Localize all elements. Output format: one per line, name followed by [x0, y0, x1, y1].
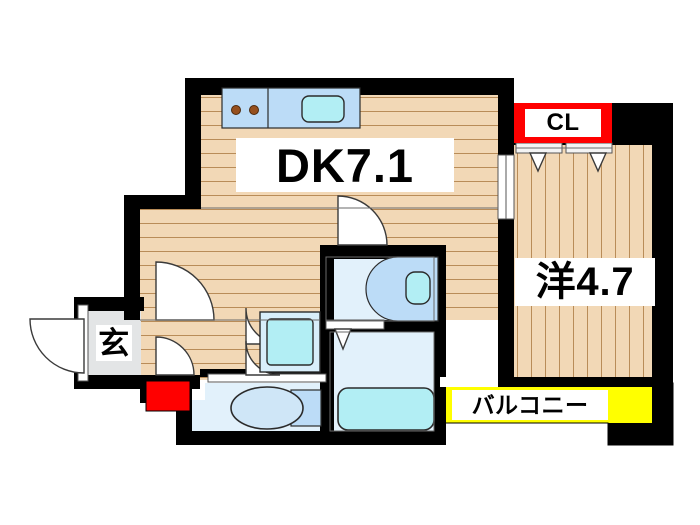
wall-partition-vertical: [320, 245, 334, 445]
wall-left-upper: [185, 78, 201, 208]
wall-stub-dk-left: [124, 310, 140, 320]
closet-fold-arrow-left: [528, 152, 548, 173]
wall-genkan-top: [74, 297, 144, 311]
washing-machine-pan-inner: [266, 318, 314, 366]
hall-door-lower-arc: [155, 336, 195, 376]
toilet-bowl: [230, 386, 304, 430]
genkan-label: 玄: [96, 325, 132, 361]
closet-label: CL: [525, 109, 601, 137]
washroom-fold-arrow: [333, 328, 353, 351]
shoe-cabinet: [145, 380, 191, 412]
washroom-door-arc-lower: [245, 340, 281, 376]
balcony-label: バルコニー: [452, 390, 608, 420]
gas-stove-burner-2: [249, 105, 259, 115]
closet-fold-arrow-right: [588, 152, 608, 173]
room-label-dk: DK7.1: [236, 138, 454, 192]
wall-left-mid: [124, 195, 140, 320]
entrance-door-arc: [29, 318, 85, 374]
fixtures: [145, 87, 439, 431]
bathtub: [337, 387, 435, 431]
gas-stove-burner-1: [231, 105, 241, 115]
wall-western-bottom: [440, 377, 672, 387]
closet-label-box: CL: [514, 103, 612, 143]
trim-lines: [140, 147, 612, 432]
wall-dk-western-lower: [498, 220, 514, 383]
wall-left-step: [124, 195, 201, 209]
wall-right: [652, 103, 673, 445]
washbasin-bowl: [405, 271, 431, 305]
room-label-western: 洋4.7: [515, 258, 655, 306]
opening-washroom-door: [325, 319, 385, 330]
opening-balcony-slider: [440, 377, 498, 387]
wall-genkan-bottom: [74, 375, 144, 389]
balcony-notch: [608, 423, 672, 445]
dk-hall-door-arc: [155, 261, 215, 321]
wall-washroom-top: [326, 245, 444, 257]
kitchen-sink: [301, 95, 345, 123]
wall-bottom: [176, 431, 446, 445]
